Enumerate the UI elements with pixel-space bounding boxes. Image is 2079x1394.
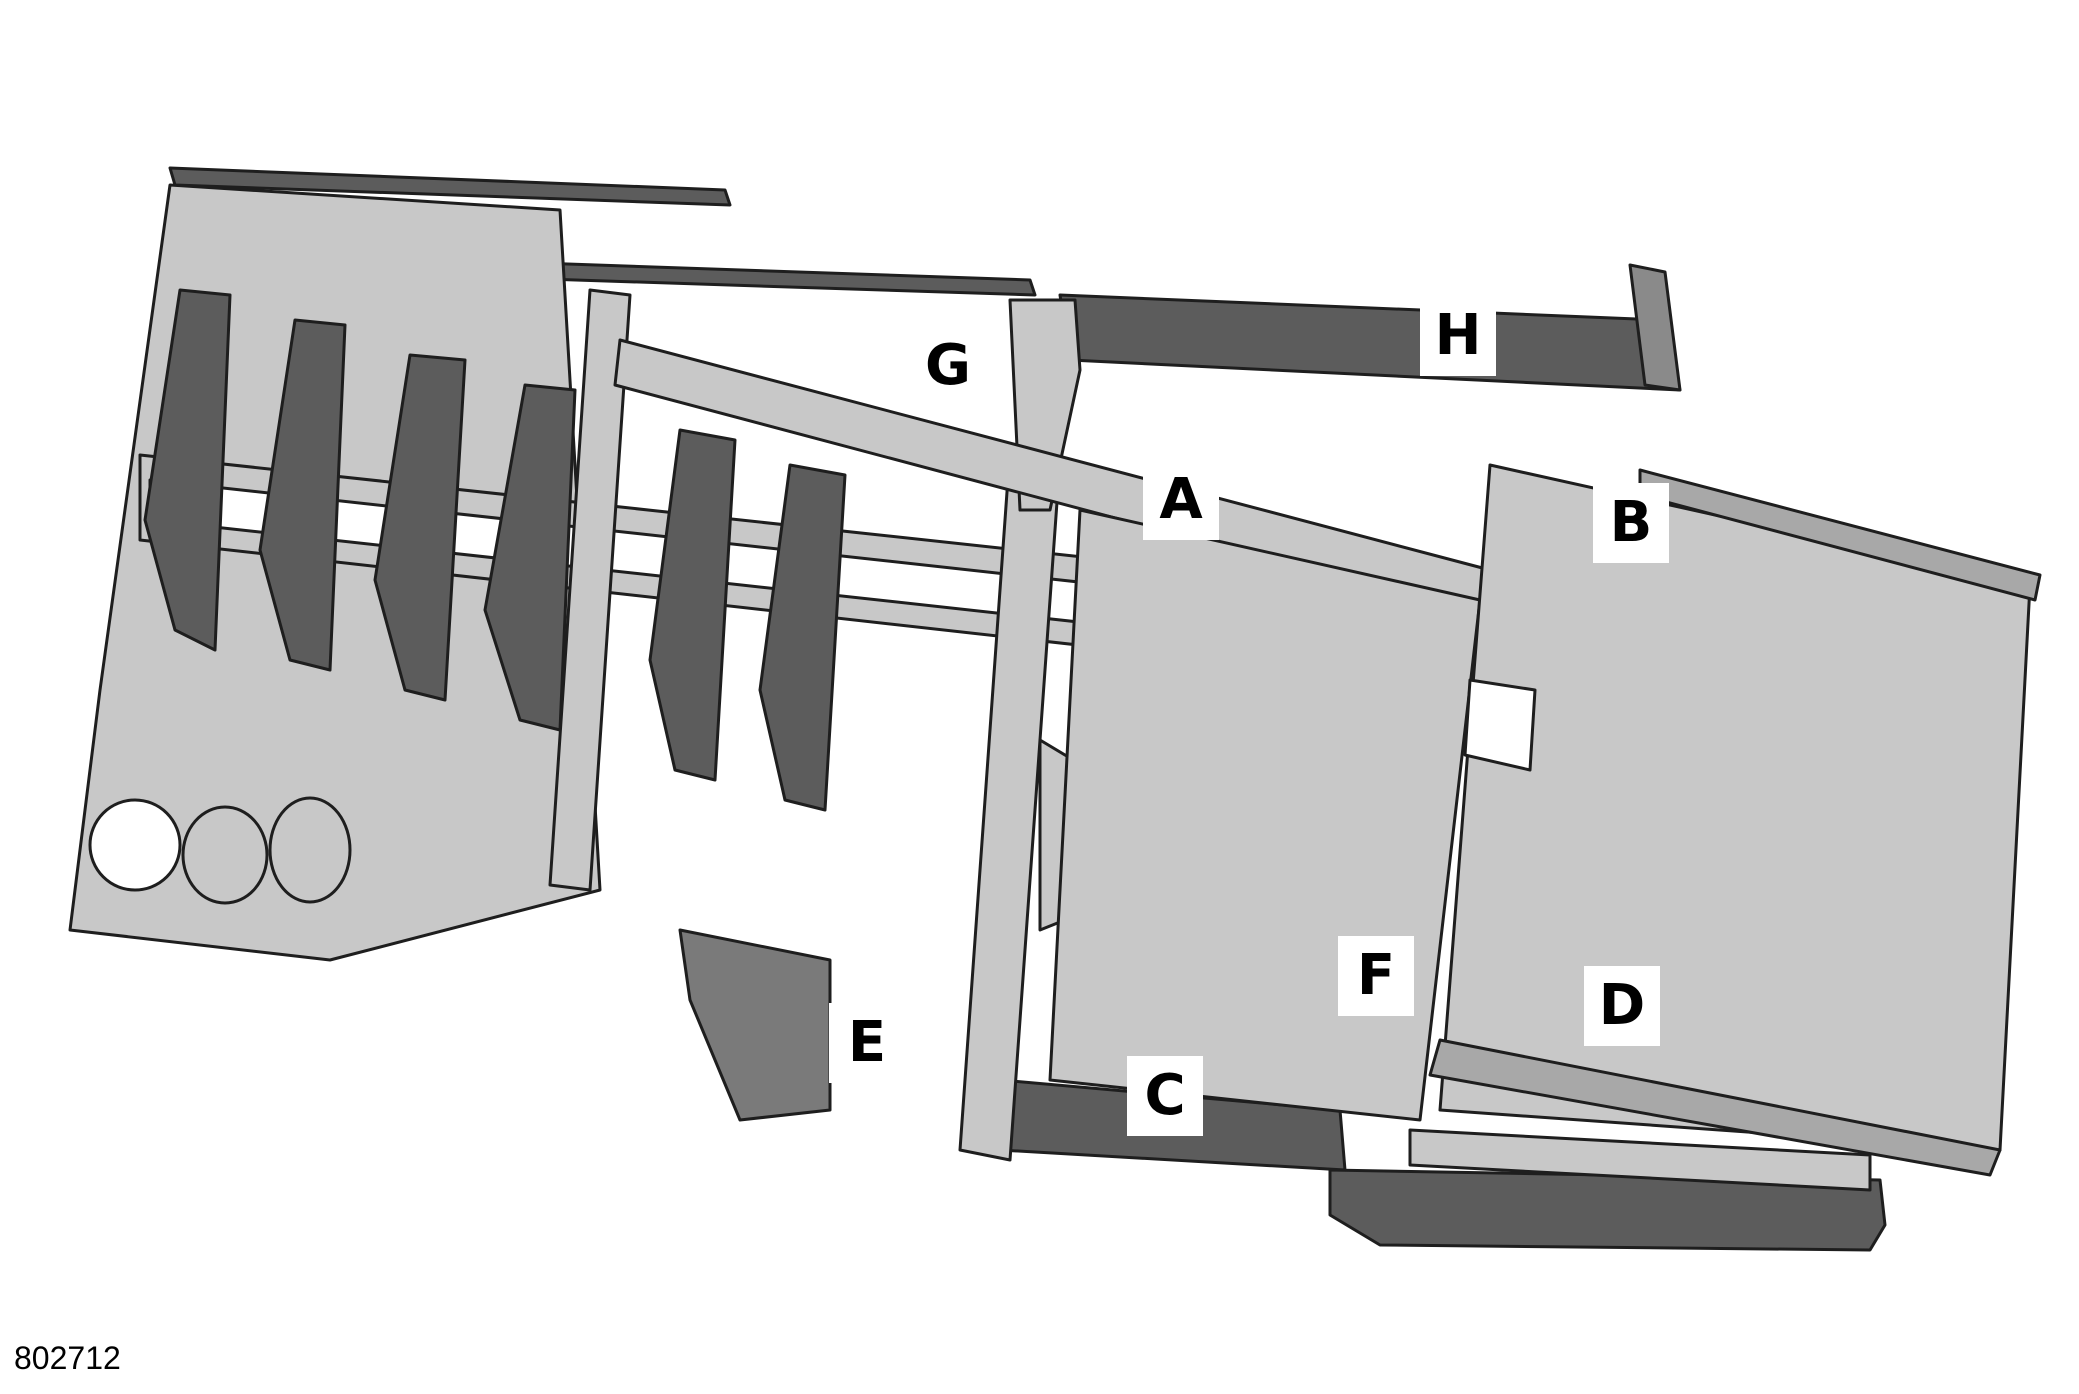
lower-brackets-row [1408,1128,1872,1192]
callout-label-c: C [1127,1056,1203,1136]
left-port-2 [181,805,269,905]
slotted-plate-4 [483,383,577,732]
top-rail-rear [168,166,732,207]
bottom-tray [1328,1168,1887,1252]
slotted-plate-5 [648,428,737,782]
lower-bracket-E [678,928,832,1122]
slotted-plate-2 [258,318,347,672]
slotted-plate-6 [758,463,847,812]
lower-rail-D [1428,1038,2002,1177]
figure-id-label: 802712 [14,1340,121,1376]
callout-label-b: B [1593,483,1669,563]
left-port-3 [268,796,352,904]
callout-label-f: F [1338,936,1414,1016]
callout-label-h: H [1420,296,1496,376]
rear-post-tab [1628,263,1682,392]
left-port-1 [88,798,182,892]
right-panel-slot [1463,678,1537,772]
callout-label-a: A [1143,460,1219,540]
upper-rail-H [1058,293,1682,392]
callout-label-e: E [829,1003,905,1083]
vertical-post-left [548,288,632,892]
callout-label-g: G [910,326,986,406]
center-panel [1048,508,1482,1122]
callout-label-d: D [1584,966,1660,1046]
slotted-plate-3 [373,353,467,702]
slotted-plate-1 [143,288,232,652]
